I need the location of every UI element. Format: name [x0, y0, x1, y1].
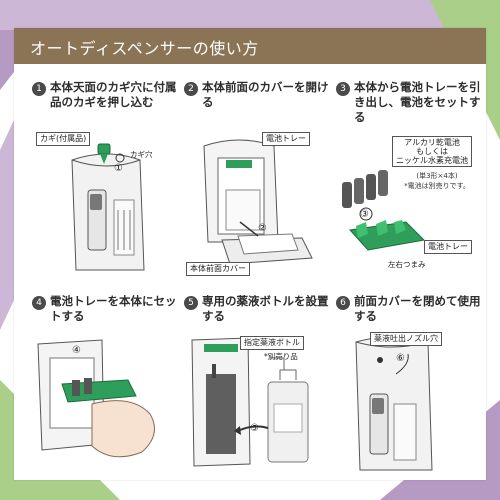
step-3-number: 3	[336, 82, 350, 96]
step-4-text: 電池トレーを本体にセットする	[50, 294, 177, 323]
battery-type-line-1: アルカリ乾電池	[404, 138, 460, 147]
step-5-marker: ⑤	[250, 423, 259, 434]
step-3-illustration: アルカリ乾電池 もしくは ニッケル水素充電池 (単3形×4本) *電池は別売りで…	[336, 130, 484, 280]
front-cover-label: 本体前面カバー	[186, 262, 250, 276]
step-1-text: 本体天面のカギ穴に付属品のカギを押し込む	[50, 80, 177, 109]
step-3-marker: ③	[360, 209, 369, 220]
key-label: カギ(付属品)	[36, 132, 91, 146]
insert-tray-illustration	[37, 339, 155, 458]
step-6-heading: 6 前面カバーを閉めて使用する	[336, 294, 484, 354]
closed-dispenser-illustration	[355, 336, 433, 471]
step-2-marker: ②	[258, 223, 267, 234]
step-6: 6 前面カバーを閉めて使用する 薬液吐出ノズル穴 ⑥	[336, 294, 484, 492]
bottle-setting-illustration	[191, 337, 309, 467]
keyhole-label: カギ穴	[130, 150, 153, 159]
instruction-card: オートディスペンサーの使い方 1 本体天面のカギ穴に付属品のカギを押し込む カギ…	[14, 28, 486, 480]
step-1-marker: ①	[114, 163, 123, 174]
step-2-illustration: 電池トレー ② 本体前面カバー	[184, 130, 332, 280]
battery-tray-label: 電池トレー	[424, 240, 472, 254]
step-1-number: 1	[32, 82, 46, 96]
step-4-heading: 4 電池トレーを本体にセットする	[32, 294, 180, 354]
page-title: オートディスペンサーの使い方	[30, 39, 259, 58]
step-2-text: 本体前面のカバーを開ける	[202, 80, 329, 109]
step-3: 3 本体から電池トレーを引き出し、電池をセットする アルカリ乾電池 もしくは ニ…	[336, 80, 484, 278]
side-knob-label: 左右つまみ	[388, 260, 426, 269]
battery-spec: (単3形×4本)	[416, 172, 458, 180]
step-6-number: 6	[336, 296, 350, 310]
step-2-heading: 2 本体前面のカバーを開ける	[184, 80, 332, 140]
battery-type-line-2: もしくは	[416, 147, 448, 156]
header-bar: オートディスペンサーの使い方	[14, 28, 486, 64]
battery-tray-illustration	[342, 170, 426, 251]
step-4: 4 電池トレーを本体にセットする ④	[32, 294, 180, 492]
step-6-marker: ⑥	[396, 353, 405, 364]
step-1-illustration: カギ(付属品) カギ穴 ①	[32, 130, 180, 280]
step-2-number: 2	[184, 82, 198, 96]
bottle-sold-separately: *別売り品	[264, 352, 298, 361]
step-5-illustration: 指定薬液ボトル *別売り品 ⑤	[184, 334, 332, 484]
step-5-heading: 5 専用の薬液ボトルを設置する	[184, 294, 332, 354]
step-1: 1 本体天面のカギ穴に付属品のカギを押し込む カギ(付属品) カギ穴 ①	[32, 80, 180, 278]
batteries	[342, 170, 388, 208]
step-5-text: 専用の薬液ボトルを設置する	[202, 294, 329, 323]
step-4-marker: ④	[72, 345, 81, 356]
battery-type-label: アルカリ乾電池 もしくは ニッケル水素充電池	[392, 136, 472, 167]
step-1-heading: 1 本体天面のカギ穴に付属品のカギを押し込む	[32, 80, 180, 140]
step-4-number: 4	[32, 296, 46, 310]
step-3-text: 本体から電池トレーを引き出し、電池をセットする	[354, 80, 481, 124]
step-3-heading: 3 本体から電池トレーを引き出し、電池をセットする	[336, 80, 484, 140]
battery-type-line-3: ニッケル水素充電池	[396, 156, 468, 165]
battery-note: *電池は別売りです。	[404, 182, 470, 190]
step-5: 5 専用の薬液ボトルを設置する 指定薬液ボトル *別売り品 ⑤	[184, 294, 332, 492]
step-6-text: 前面カバーを閉めて使用する	[354, 294, 481, 323]
tray-label: 電池トレー	[262, 132, 310, 146]
step-4-illustration: ④	[32, 334, 180, 484]
step-6-illustration: 薬液吐出ノズル穴 ⑥	[336, 332, 484, 484]
bottle-label: 指定薬液ボトル	[240, 336, 304, 350]
nozzle-hole-label: 薬液吐出ノズル穴	[370, 332, 442, 346]
dispenser-key-illustration	[71, 143, 145, 271]
open-cover-illustration	[203, 139, 313, 265]
step-2: 2 本体前面のカバーを開ける 電池トレー ② 本体前面カバー	[184, 80, 332, 278]
step-5-number: 5	[184, 296, 198, 310]
